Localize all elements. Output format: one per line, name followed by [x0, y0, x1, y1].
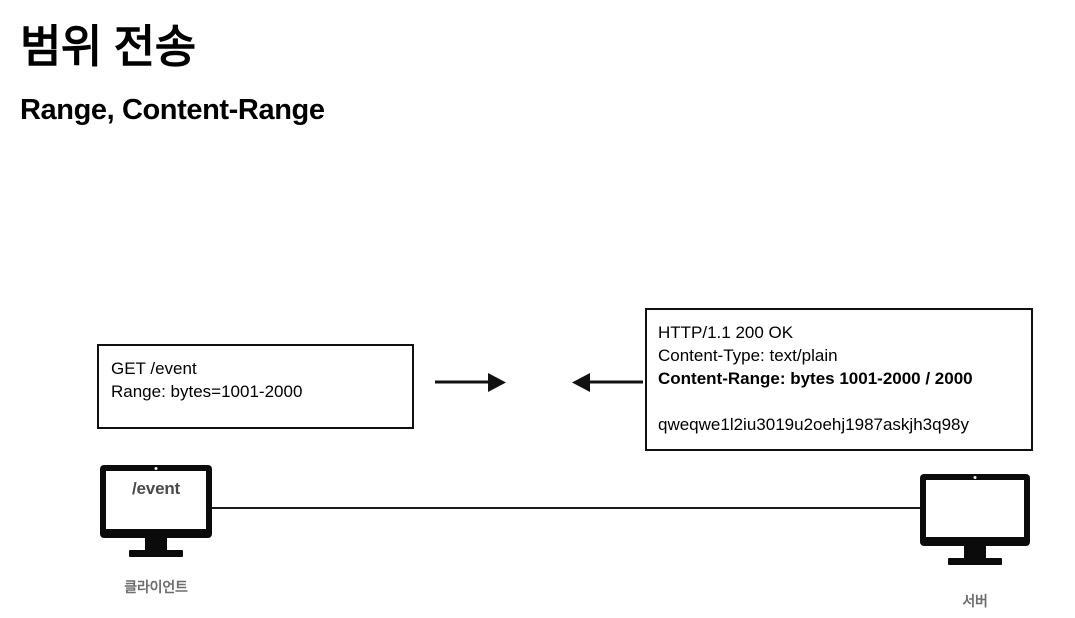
- request-line-method: GET /event: [111, 359, 197, 378]
- server-monitor-neck: [964, 546, 986, 558]
- request-line-range-header: Range: bytes=1001-2000: [111, 382, 303, 401]
- client-monitor-base: [129, 550, 183, 557]
- page-title: 범위 전송: [20, 21, 196, 72]
- server-label: 서버: [962, 593, 988, 609]
- page-subtitle: Range, Content-Range: [20, 94, 325, 126]
- response-arrow-left-icon: [572, 373, 643, 392]
- response-line-content-range: Content-Range: bytes 1001-2000 / 2000: [658, 369, 973, 388]
- client-screen-text: /event: [132, 479, 180, 498]
- client-monitor-bezel: /event: [100, 465, 212, 538]
- server-monitor-bezel: [920, 474, 1030, 546]
- client-monitor-neck: [145, 538, 167, 550]
- server-webcam-icon: [973, 476, 977, 479]
- network-connection-line: [212, 507, 921, 509]
- response-body-text: qweqwe1l2iu3019u2oehj1987askjh3q98y: [658, 415, 969, 434]
- http-response-box: HTTP/1.1 200 OK Content-Type: text/plain…: [645, 308, 1033, 451]
- http-request-box: GET /event Range: bytes=1001-2000: [97, 344, 414, 429]
- client-computer: /event 클라이언트: [100, 465, 212, 597]
- response-line-content-type: Content-Type: text/plain: [658, 346, 838, 365]
- client-webcam-icon: [154, 467, 158, 470]
- response-blank-line: [658, 390, 1031, 413]
- request-arrow-right-icon: [435, 373, 506, 392]
- server-computer: 서버: [920, 474, 1030, 611]
- client-screen: /event: [106, 471, 206, 529]
- server-monitor-base: [948, 558, 1002, 565]
- server-screen: [926, 480, 1024, 537]
- response-line-status: HTTP/1.1 200 OK: [658, 323, 794, 342]
- client-label: 클라이언트: [124, 579, 188, 595]
